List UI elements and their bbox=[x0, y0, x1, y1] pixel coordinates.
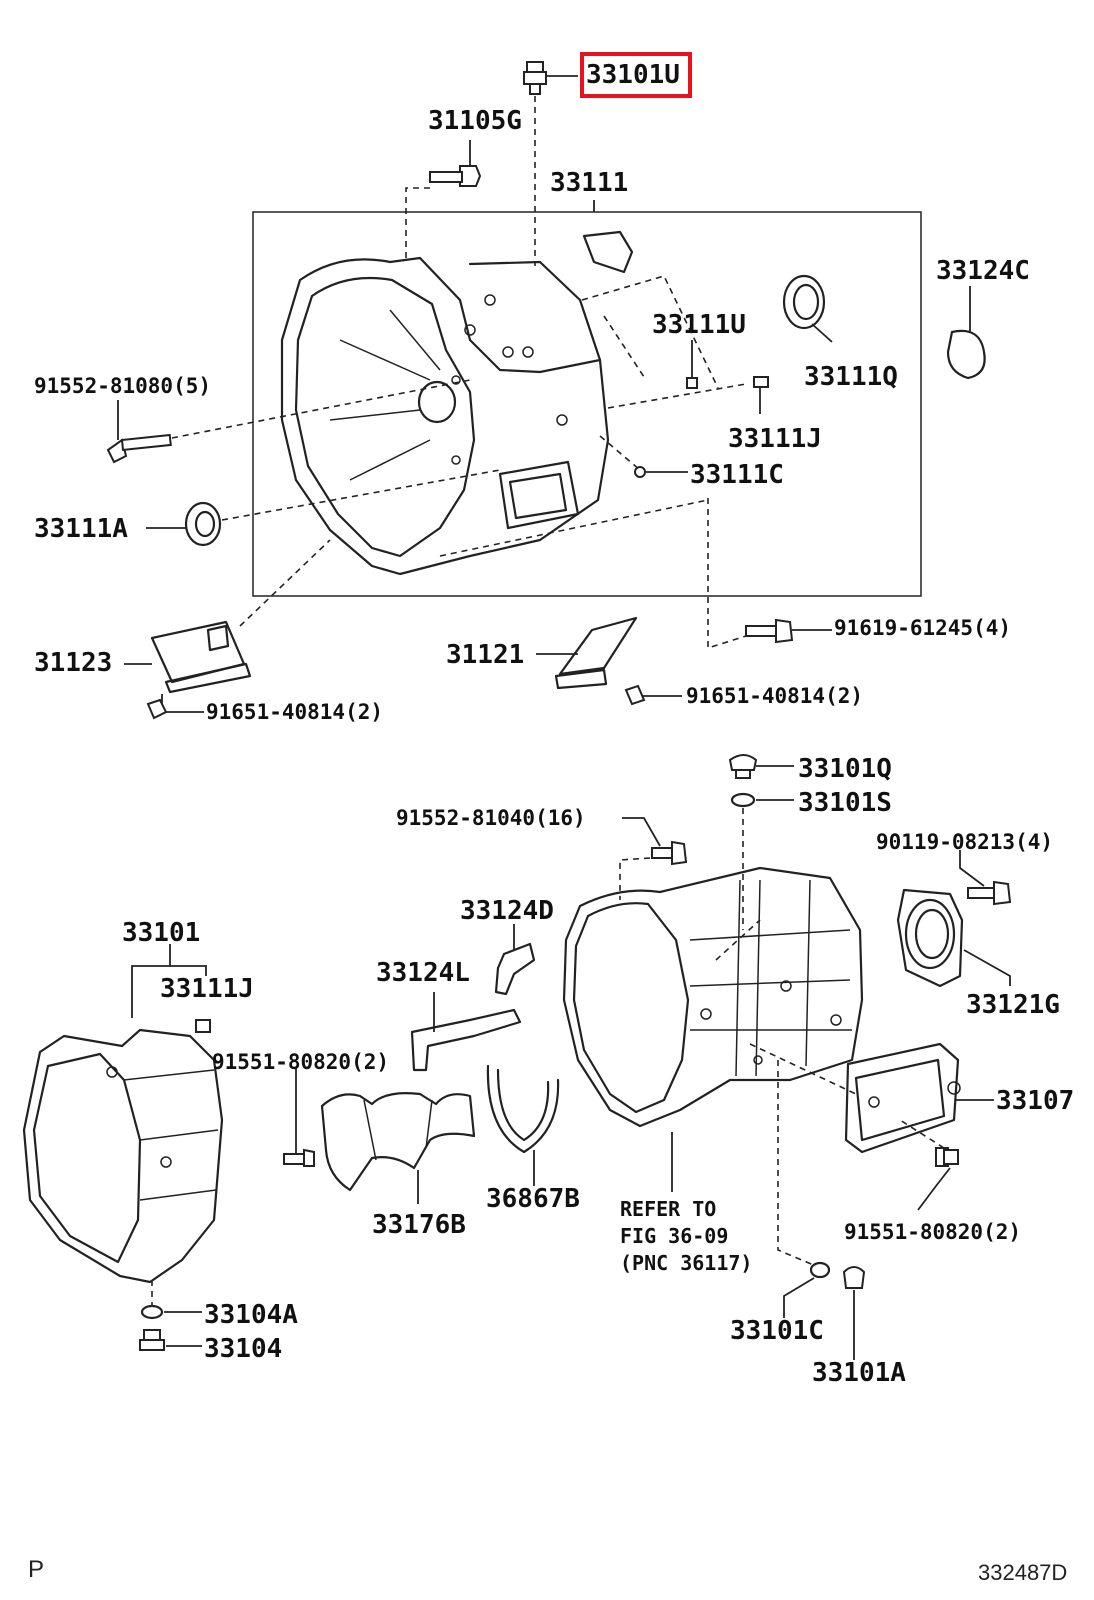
plug-33104 bbox=[139, 1329, 202, 1351]
oil-seal-33111A bbox=[146, 501, 222, 547]
bolt-91619-61245 bbox=[745, 618, 832, 644]
highlight-box bbox=[580, 52, 692, 98]
label-31123[interactable]: 31123 bbox=[34, 648, 113, 678]
label-91651-40814-b[interactable]: 91651-40814(2) bbox=[686, 684, 864, 708]
label-91551-80820-a[interactable]: 91551-80820(2) bbox=[212, 1050, 390, 1074]
footer-left-mark: P bbox=[28, 1556, 45, 1583]
cover-31123 bbox=[124, 620, 252, 706]
label-33101S[interactable]: 33101S bbox=[798, 788, 892, 818]
label-33111U[interactable]: 33111U bbox=[652, 310, 746, 340]
label-90119-08213[interactable]: 90119-08213(4) bbox=[876, 830, 1054, 854]
refer-note-line3: (PNC 36117) bbox=[620, 1251, 753, 1275]
label-91552-81080[interactable]: 91552-81080(5) bbox=[34, 374, 212, 398]
label-33124D[interactable]: 33124D bbox=[460, 896, 554, 926]
refer-note-line2: FIG 36-09 bbox=[620, 1224, 729, 1248]
bolt-90119-08213 bbox=[959, 850, 1012, 906]
label-36867B[interactable]: 36867B bbox=[486, 1184, 580, 1214]
gasket-33101S bbox=[730, 792, 794, 808]
label-33101[interactable]: 33101 bbox=[122, 918, 201, 948]
refer-note: REFER TO FIG 36-09 (PNC 36117) bbox=[620, 1196, 752, 1277]
label-91619-61245[interactable]: 91619-61245(4) bbox=[834, 616, 1012, 640]
pin-33111J-top bbox=[753, 376, 769, 414]
refer-note-line1: REFER TO bbox=[620, 1197, 717, 1221]
label-33111Q[interactable]: 33111Q bbox=[804, 362, 898, 392]
label-33124C[interactable]: 33124C bbox=[936, 256, 1030, 286]
label-91551-80820-b[interactable]: 91551-80820(2) bbox=[844, 1220, 1022, 1244]
bolt-91552-81040 bbox=[622, 817, 688, 866]
part-33124L bbox=[410, 992, 522, 1072]
part-33176B bbox=[320, 1092, 476, 1204]
label-33111C[interactable]: 33111C bbox=[690, 460, 784, 490]
part-33124C bbox=[946, 286, 986, 380]
figure-number: 332487D bbox=[978, 1560, 1068, 1585]
label-33101U[interactable]: 33101U bbox=[586, 60, 680, 90]
label-33111J-top[interactable]: 33111J bbox=[728, 424, 822, 454]
bracket-top bbox=[582, 230, 634, 274]
label-33176B[interactable]: 33176B bbox=[372, 1210, 466, 1240]
assembly-box-33111 bbox=[252, 211, 922, 597]
bolt-91551-80820-a bbox=[283, 1068, 315, 1167]
part-33124D bbox=[494, 924, 536, 996]
label-33104A[interactable]: 33104A bbox=[204, 1300, 298, 1330]
gasket-33104A bbox=[140, 1304, 202, 1320]
label-31121[interactable]: 31121 bbox=[446, 640, 525, 670]
label-33124L[interactable]: 33124L bbox=[376, 958, 470, 988]
part-36867B bbox=[486, 1064, 560, 1186]
plug-33111C bbox=[634, 466, 688, 478]
extension-housing-33121G bbox=[896, 888, 1011, 988]
plug-33101A bbox=[842, 1266, 866, 1360]
bolt-91551-80820-b bbox=[917, 1147, 959, 1211]
pin-33111J-bottom bbox=[195, 1019, 211, 1033]
cover-33107 bbox=[844, 1042, 994, 1154]
label-33101A[interactable]: 33101A bbox=[812, 1358, 906, 1388]
bolt-91651-40814-b bbox=[624, 684, 682, 706]
bolt-91651-40814-a bbox=[146, 698, 204, 720]
oil-seal-33111Q bbox=[782, 274, 833, 343]
label-33121G[interactable]: 33121G bbox=[966, 990, 1060, 1020]
cover-31121 bbox=[536, 616, 638, 690]
bolt-91552-81080 bbox=[106, 400, 172, 464]
bolt-31105G bbox=[429, 140, 482, 187]
label-31105G[interactable]: 31105G bbox=[428, 106, 522, 136]
label-33111A[interactable]: 33111A bbox=[34, 514, 128, 544]
label-33111J-bottom[interactable]: 33111J bbox=[160, 974, 254, 1004]
gasket-33101C bbox=[783, 1261, 831, 1318]
label-33101C[interactable]: 33101C bbox=[730, 1316, 824, 1346]
label-33101Q[interactable]: 33101Q bbox=[798, 754, 892, 784]
label-91651-40814-a[interactable]: 91651-40814(2) bbox=[206, 700, 384, 724]
label-33111[interactable]: 33111 bbox=[550, 168, 629, 198]
label-33107[interactable]: 33107 bbox=[996, 1086, 1075, 1116]
transmission-case bbox=[562, 866, 864, 1128]
label-33104[interactable]: 33104 bbox=[204, 1334, 283, 1364]
breather-plug-33101U bbox=[523, 61, 578, 95]
transmission-case-33101 bbox=[22, 1028, 224, 1284]
label-91552-81040[interactable]: 91552-81040(16) bbox=[396, 806, 586, 830]
plug-33111U bbox=[686, 340, 698, 389]
plug-33101Q bbox=[728, 754, 794, 779]
clutch-housing-33111 bbox=[280, 256, 610, 576]
